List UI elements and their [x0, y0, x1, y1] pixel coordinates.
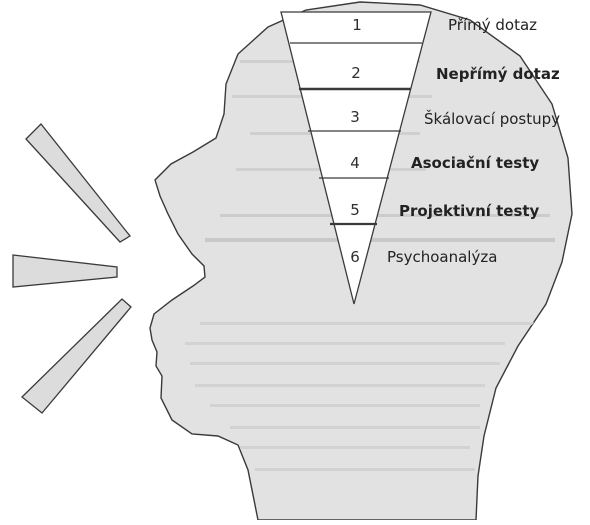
- level-number-5: 5: [350, 201, 360, 219]
- level-label-3: Škálovací postupy: [424, 109, 560, 128]
- level-label-2: Nepřímý dotaz: [436, 65, 560, 83]
- speech-ray-middle: [13, 255, 117, 287]
- level-number-2: 2: [351, 64, 361, 82]
- level-label-1: Přímý dotaz: [448, 16, 537, 34]
- level-label-4: Asociační testy: [411, 154, 539, 172]
- level-number-4: 4: [350, 154, 360, 172]
- level-label-6: Psychoanalýza: [387, 248, 497, 266]
- level-label-5: Projektivní testy: [399, 202, 540, 220]
- level-number-3: 3: [350, 108, 360, 126]
- level-number-6: 6: [350, 248, 360, 266]
- speech-ray-lower: [22, 299, 131, 413]
- level-number-1: 1: [352, 16, 362, 34]
- speech-ray-upper: [26, 124, 130, 242]
